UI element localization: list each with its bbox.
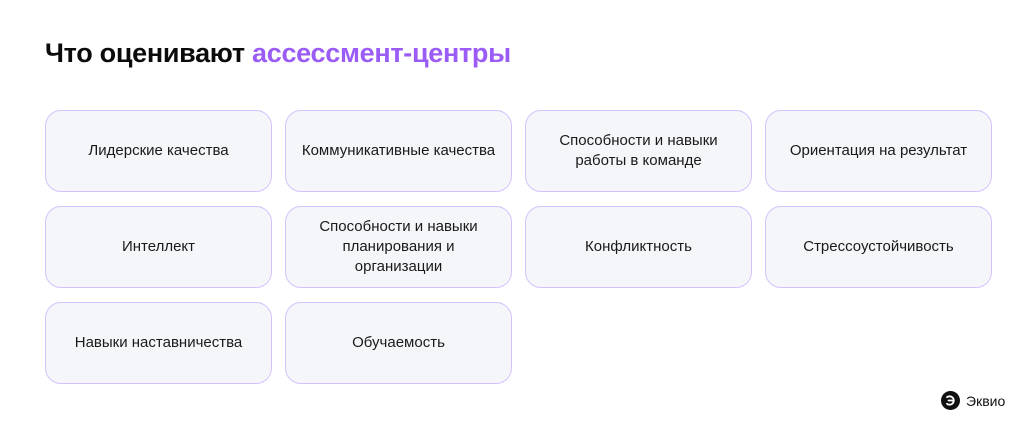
card-mentoring: Навыки наставничества — [45, 302, 272, 384]
card-intellect: Интеллект — [45, 206, 272, 288]
card-label: Способности и навыки работы в команде — [559, 132, 718, 169]
card-label: Способности и навыки планирования и орга… — [319, 218, 478, 275]
card-label: Навыки наставничества — [74, 334, 243, 351]
card-label: Лидерские качества — [88, 142, 229, 159]
card-teamwork: Способности и навыки работы в команде — [525, 110, 752, 192]
card-stress-resistance: Стрессоустойчивость — [765, 206, 992, 288]
card-communication: Коммуникативные качества — [285, 110, 512, 192]
card-label: Интеллект — [121, 238, 196, 255]
card-label: Конфликтность — [585, 238, 692, 255]
criteria-grid: Лидерские качества Коммуникативные качес… — [45, 110, 992, 384]
title-accent: ассессмент-центры — [252, 38, 511, 68]
card-learnability: Обучаемость — [285, 302, 512, 384]
card-planning: Способности и навыки планирования и орга… — [285, 206, 512, 288]
card-result-orientation: Ориентация на результат — [765, 110, 992, 192]
card-label: Стрессоустойчивость — [803, 238, 954, 255]
card-conflict: Конфликтность — [525, 206, 752, 288]
card-leadership: Лидерские качества — [45, 110, 272, 192]
card-label: Ориентация на результат — [789, 142, 968, 159]
card-label: Обучаемость — [352, 334, 445, 351]
page-title: Что оценивают ассессмент-центры — [45, 38, 511, 69]
eqvio-logo-icon — [941, 391, 960, 410]
brand-name: Эквио — [966, 392, 1006, 409]
title-main: Что оценивают — [45, 38, 253, 68]
card-label: Коммуникативные качества — [301, 142, 496, 159]
brand-logo: Эквио — [941, 391, 1005, 410]
